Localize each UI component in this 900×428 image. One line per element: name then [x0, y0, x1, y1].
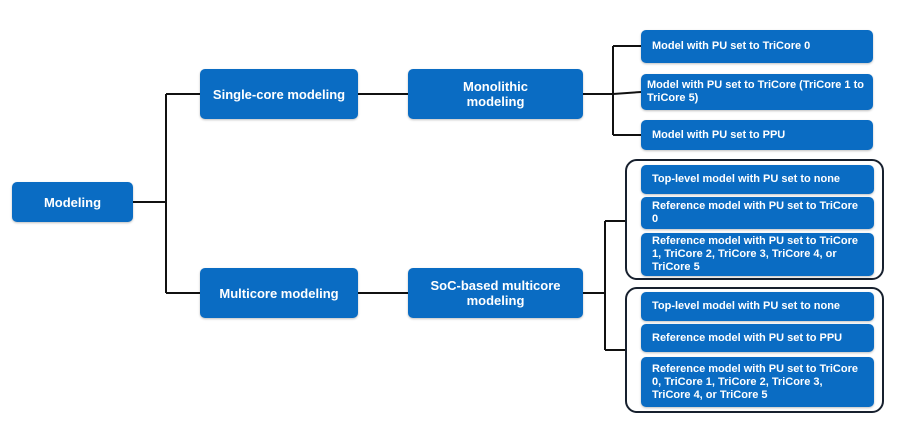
- group-item-label: Top-level model with PU set to none: [652, 300, 841, 312]
- node-monolithic-modeling: Monolithic modeling: [408, 69, 583, 119]
- connector-to-tricore1-5: [612, 91, 642, 95]
- multicore-label: Multicore modeling: [219, 285, 339, 301]
- group-item-label: Reference model with PU set to TriCore 0…: [652, 362, 858, 401]
- leaf-label: Model with PU set to TriCore 0: [652, 40, 811, 52]
- leaf-model-pu-ppu: Model with PU set to PPU: [641, 120, 873, 150]
- group-item-label: Reference model with PU set to PPU: [652, 331, 843, 344]
- monolithic-label: Monolithic modeling: [463, 79, 528, 109]
- group1-top-level-model: Top-level model with PU set to none: [641, 165, 874, 194]
- group2-reference-model-tricore0-5: Reference model with PU set to TriCore 0…: [641, 357, 874, 407]
- group-item-label: Top-level model with PU set to none: [652, 173, 841, 185]
- node-single-core-modeling: Single-core modeling: [200, 69, 358, 119]
- leaf-model-pu-tricore1-5: Model with PU set to TriCore (TriCore 1 …: [641, 74, 873, 110]
- group-item-label: Reference model with PU set to TriCore 1…: [652, 235, 858, 273]
- leaf-model-pu-tricore0: Model with PU set to TriCore 0: [641, 30, 873, 63]
- soc-multicore-label: SoC-based multicore modeling: [430, 278, 561, 308]
- group1-reference-model-tricore0: Reference model with PU set to TriCore 0: [641, 197, 874, 229]
- group2-top-level-model: Top-level model with PU set to none: [641, 292, 874, 321]
- single-core-label: Single-core modeling: [212, 86, 346, 102]
- root-node-modeling: Modeling: [12, 182, 133, 222]
- leaf-label: Model with PU set to PPU: [652, 128, 786, 141]
- group-item-label: Reference model with PU set to TriCore 0: [652, 200, 858, 225]
- leaf-label: Model with PU set to TriCore (TriCore 1 …: [647, 79, 864, 104]
- node-soc-multicore-modeling: SoC-based multicore modeling: [408, 268, 583, 318]
- group1-reference-model-tricore1-5: Reference model with PU set to TriCore 1…: [641, 233, 874, 276]
- node-multicore-modeling: Multicore modeling: [200, 268, 358, 318]
- group2-reference-model-ppu: Reference model with PU set to PPU: [641, 324, 874, 352]
- root-node-label: Modeling: [43, 194, 102, 210]
